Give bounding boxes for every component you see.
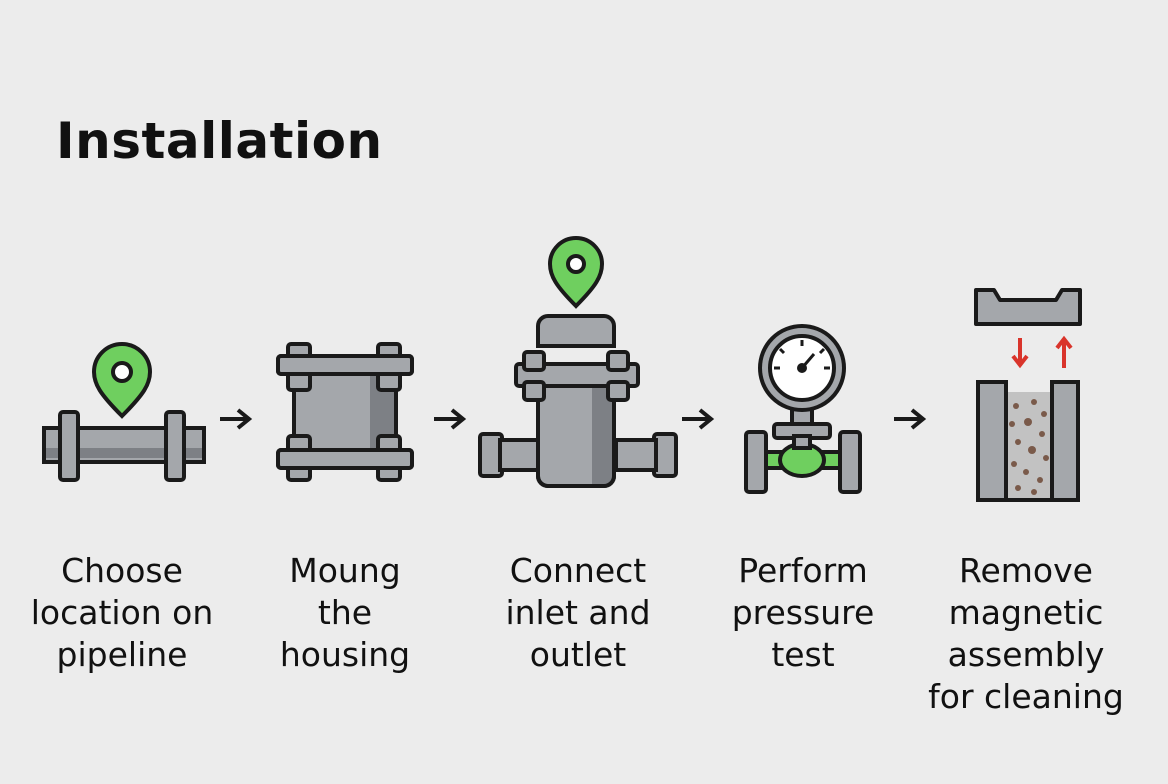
step-label-pressure-test: Perform pressure test bbox=[731, 551, 875, 674]
flanged-housing-icon bbox=[276, 342, 414, 482]
arrow-right-icon bbox=[434, 408, 467, 430]
arrow-right-icon bbox=[220, 408, 253, 430]
magnetic-assembly-icon bbox=[974, 288, 1082, 502]
page-title: Installation bbox=[56, 112, 383, 170]
arrow-right-icon bbox=[682, 408, 715, 430]
step-label-remove-magnetic-assembly: Remove magnetic assembly for cleaning bbox=[928, 551, 1124, 716]
pipe-with-location-pin-icon bbox=[42, 342, 206, 482]
filter-housing-with-pin-icon bbox=[478, 236, 678, 488]
step-label-choose-location: Choose location on pipeline bbox=[30, 551, 214, 674]
arrow-right-icon bbox=[894, 408, 927, 430]
pressure-gauge-valve-icon bbox=[744, 324, 862, 494]
step-label-mount-housing: Moung the housing bbox=[279, 551, 411, 674]
step-label-connect-inlet-outlet: Connect inlet and outlet bbox=[505, 551, 651, 674]
